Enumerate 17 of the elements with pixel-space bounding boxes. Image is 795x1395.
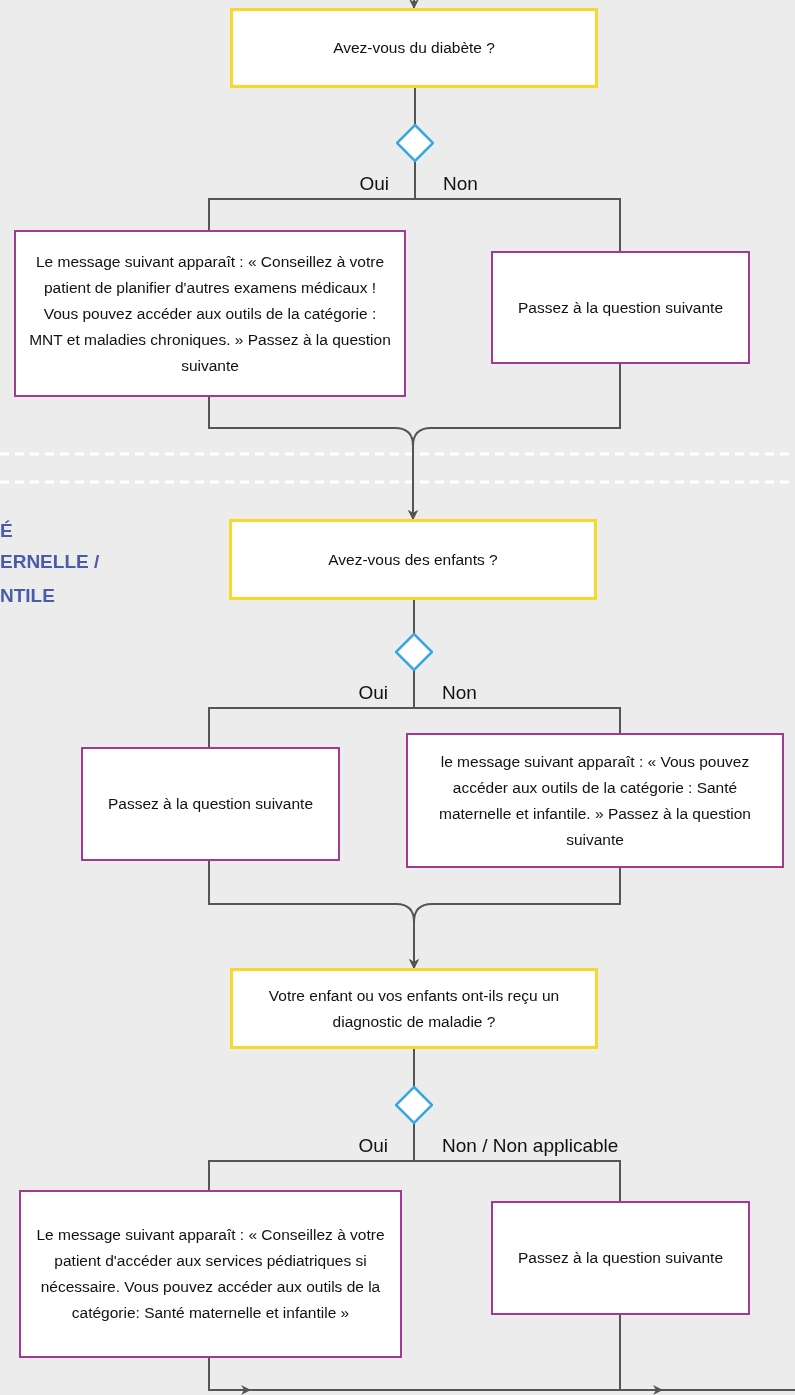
process-box: Passez à la question suivante <box>81 747 340 861</box>
connector-arrow <box>409 0 419 9</box>
process-box: Passez à la question suivante <box>491 251 750 364</box>
question-box: Avez-vous du diabète ? <box>230 8 598 88</box>
section-title: ERNELLE / <box>0 551 100 573</box>
process-box: le message suivant apparaît : « Vous pouvez accéder aux outils de la catégorie : Santé maternelle et infantile. » Passez à la question suivante <box>406 733 784 868</box>
connector-arrow <box>208 1357 251 1395</box>
process-box: Passez à la question suivante <box>491 1201 750 1315</box>
question-box: Avez-vous des enfants ? <box>229 519 597 600</box>
connector-arrow <box>408 363 621 520</box>
section-title: É <box>0 520 13 542</box>
connector-arrow <box>409 867 621 969</box>
connector-arrow <box>619 1314 663 1395</box>
question-box: Votre enfant ou vos enfants ont-ils reçu un diagnostic de maladie ? <box>230 968 598 1049</box>
process-box: Le message suivant apparaît : « Conseillez à votre patient de planifier d'autres examens médicaux ! Vous pouvez accéder aux outils de la catégorie : MNT et maladies chroniques. » Passez à la question suivante <box>14 230 406 397</box>
process-box: Le message suivant apparaît : « Conseillez à votre patient d'accéder aux services pédiatriques si nécessaire. Vous pouvez accéder aux outils de la catégorie: Santé maternelle et infantile » <box>19 1190 402 1358</box>
section-title: NTILE <box>0 585 55 607</box>
